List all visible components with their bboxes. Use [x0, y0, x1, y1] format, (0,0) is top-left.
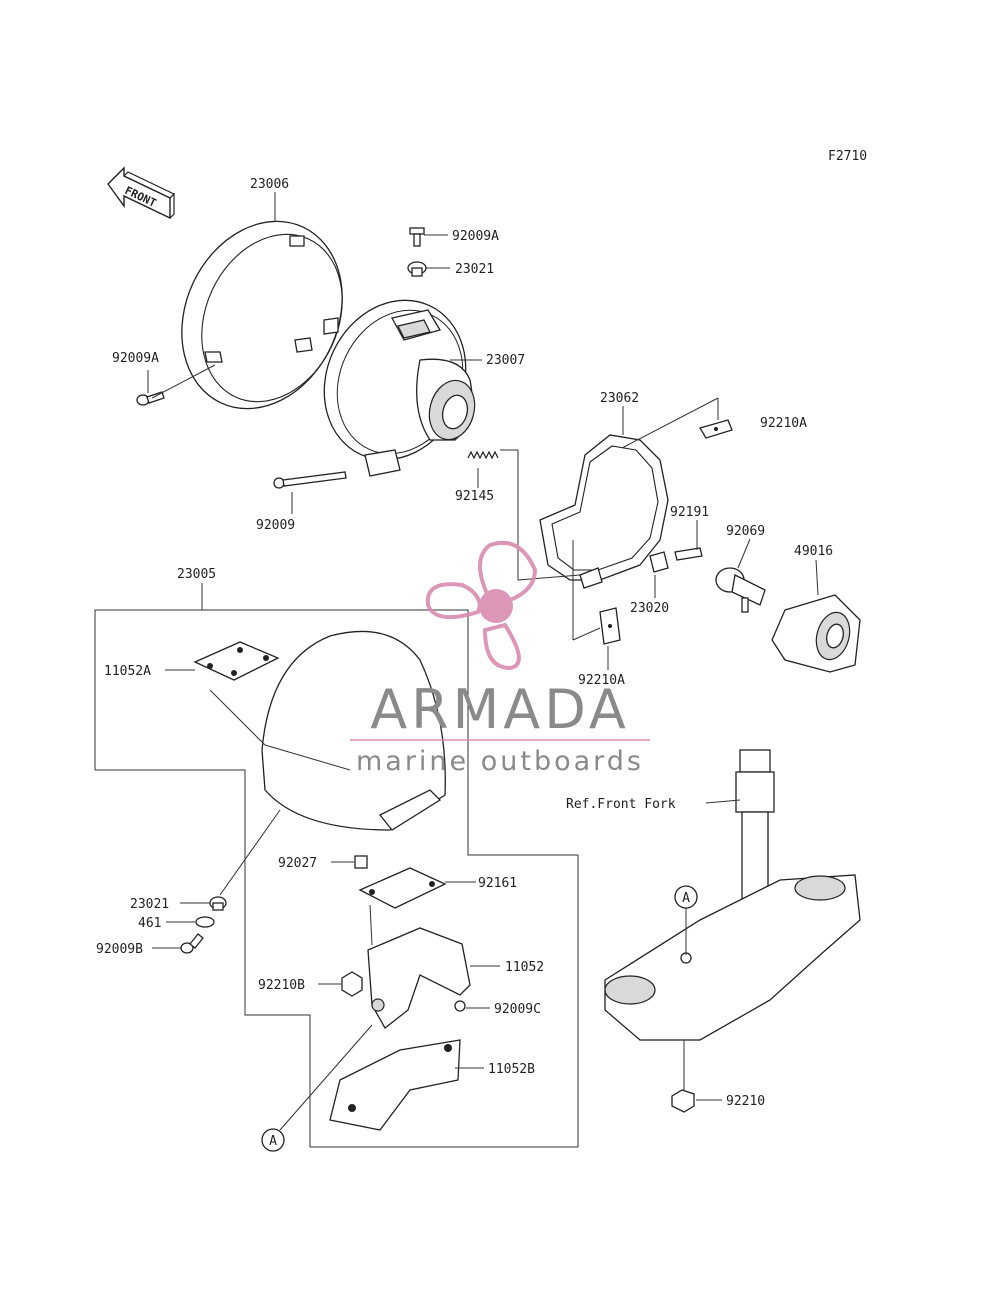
callout-92210b: 92210B [258, 978, 305, 993]
bolt-92009c [454, 1000, 466, 1012]
callout-23021-top: 23021 [455, 262, 494, 277]
grommet-23021-top [407, 261, 427, 277]
callout-92009a-top: 92009A [452, 229, 499, 244]
callout-92027: 92027 [278, 856, 317, 871]
callout-11052a: 11052A [104, 664, 151, 679]
spacer-92027 [354, 855, 368, 869]
callout-49016: 49016 [794, 544, 833, 559]
figure-code: F2710 [828, 149, 867, 164]
headlight-housing-part [323, 299, 476, 477]
callout-11052: 11052 [505, 960, 544, 975]
callout-92069: 92069 [726, 524, 765, 539]
screw-92009a-top [409, 227, 425, 247]
ref-a-right: A [682, 891, 690, 906]
callout-461: 461 [138, 916, 161, 931]
callout-11052b: 11052B [488, 1062, 535, 1077]
callout-23006: 23006 [250, 177, 289, 192]
ref-a-circle-left [261, 1128, 285, 1152]
headlight-shell-part [261, 630, 446, 831]
callout-92210a-bottom: 92210A [578, 673, 625, 688]
plate-92161 [358, 867, 447, 909]
watermark-propeller-logo [425, 540, 538, 671]
front-arrow-icon: FRONT [107, 166, 176, 220]
callout-23020: 23020 [630, 601, 669, 616]
steering-stem-part [604, 749, 861, 1041]
callout-92161: 92161 [478, 876, 517, 891]
plate-11052a [193, 641, 280, 681]
clip-92210a-top [699, 419, 733, 439]
callout-ref-front-fork: Ref.Front Fork [566, 797, 676, 812]
pin-92191 [674, 547, 703, 561]
bracket-11052b [329, 1039, 461, 1131]
nut-92210b [341, 971, 363, 997]
callout-23005: 23005 [177, 567, 216, 582]
ref-a-circle-right [674, 885, 698, 909]
cover-49016 [771, 594, 861, 673]
bracket-11052 [367, 927, 471, 1029]
clip-92210a-bottom [599, 607, 621, 645]
nut-92210 [671, 1089, 695, 1113]
callout-92009: 92009 [256, 518, 295, 533]
callout-92210: 92210 [726, 1094, 765, 1109]
adjusting-screw-92009 [273, 471, 347, 489]
callout-92009c: 92009C [494, 1002, 541, 1017]
watermark-tagline: marine outboards [356, 746, 644, 777]
ref-a-left: A [269, 1134, 277, 1149]
bolt-92009b [180, 933, 204, 954]
bulb-92069 [715, 567, 766, 613]
screw-92009a-left [136, 391, 165, 406]
headlight-rim-part [181, 220, 343, 410]
callout-92210a-top: 92210A [760, 416, 807, 431]
callout-92009b: 92009B [96, 942, 143, 957]
callout-92145: 92145 [455, 489, 494, 504]
socket-23020 [649, 551, 669, 573]
leader-lines [94, 192, 819, 1148]
callout-23021-bottom: 23021 [130, 897, 169, 912]
callout-23062: 23062 [600, 391, 639, 406]
watermark-brand: ARMADA [370, 678, 630, 741]
washer-461 [195, 916, 215, 928]
callout-23007: 23007 [486, 353, 525, 368]
grommet-23021-bottom [209, 896, 227, 911]
bracket-23062-part [539, 434, 669, 589]
callout-92009a-left: 92009A [112, 351, 159, 366]
callout-92191: 92191 [670, 505, 709, 520]
spring-92145 [467, 450, 499, 460]
